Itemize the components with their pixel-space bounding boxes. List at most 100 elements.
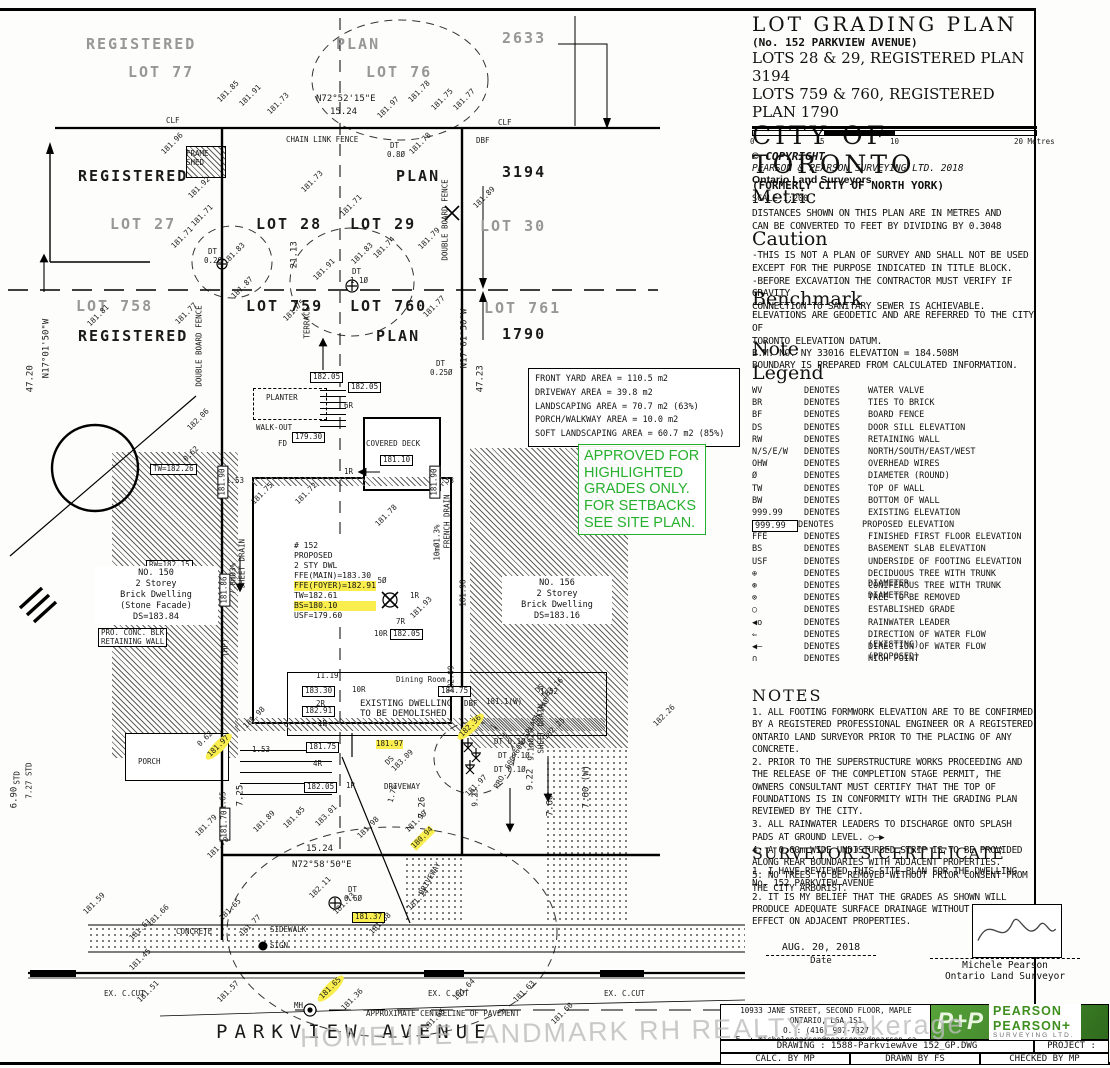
drawing-label: 4R: [313, 759, 323, 768]
drawing-vector-layer: [8, 16, 745, 1038]
date-value: AUG. 20, 2018: [766, 942, 876, 956]
legend-description: NORTH/SOUTH/EAST/WEST: [868, 446, 976, 457]
drawing-label: 3194: [502, 163, 547, 181]
drawing-label: 181.75: [249, 480, 275, 507]
drawing-label: 181.83: [221, 240, 247, 267]
drawing-label: LOT 758: [76, 297, 154, 315]
plan-lots-1: LOTS 28 & 29, REGISTERED PLAN 3194: [752, 49, 1025, 85]
neighbor-156-line: DS=183.16: [533, 611, 581, 622]
scale-bar-segments: [752, 130, 1037, 136]
drawing-label: 1790: [502, 325, 547, 343]
drawing-label: CHAIN LINK FENCE: [286, 135, 359, 144]
legend-description: TREE TO BE REMOVED: [868, 593, 961, 604]
area-table-line: DRIVEWAY AREA = 39.8 m2: [535, 387, 653, 398]
area-table-line: PORCH/WALKWAY AREA = 10.0 m2: [535, 415, 679, 426]
note-section: Note BOUNDARY IS PREPARED FROM CALCULATE…: [752, 338, 1034, 373]
drawing-label: 10R: [374, 629, 388, 638]
drawing-label: LOT 760: [350, 297, 428, 315]
drawing-label: 181.78: [407, 130, 433, 157]
drawing-label: 181.90: [429, 465, 440, 499]
drawing-label: 181.90: [217, 465, 228, 499]
signature-box: [972, 904, 1062, 958]
certificate-section: SURVEYOR'S CERTIFICATE 1. I HAVE REVIEWE…: [752, 844, 1034, 929]
project-cell: PROJECT : 1588: [1034, 1040, 1109, 1062]
legend-denotes: DENOTES: [804, 410, 840, 421]
drawing-label: CLF: [166, 116, 180, 125]
legend-description: WATER VALVE: [868, 386, 925, 396]
scale-bar: 0 5 10 20 Metres: [750, 126, 1055, 146]
rear-patio: [545, 748, 628, 924]
caution-heading: Caution: [752, 228, 828, 250]
drawing-label: 7.60 (W): [581, 764, 592, 809]
logo-name-line1: PEARSON: [993, 1003, 1062, 1018]
drawing-label: LOT 77: [128, 63, 195, 81]
legend-denotes: DENOTES: [804, 532, 840, 543]
benchmark-line: TORONTO ELEVATION DATUM.: [752, 335, 883, 347]
area-table-line: FRONT YARD AREA = 110.5 m2: [535, 374, 669, 384]
company-address-line: E. : michelepearson@pearsonandpearson.ca: [721, 1035, 931, 1045]
drawing-label: 181.10: [380, 455, 414, 466]
drawing-label: PLAN: [396, 167, 441, 185]
drawing-label: 182.05: [348, 382, 382, 393]
drawing-label: PLANTER: [266, 393, 298, 402]
approved-note-line: APPROVED FOR: [584, 448, 700, 464]
scale-seg-black: [824, 131, 895, 135]
company-address-line: ONTARIO, L6A 1S1: [789, 1015, 863, 1025]
neighbor-156-line: Brick Dwelling: [521, 600, 593, 611]
drawing-label: 6R: [344, 401, 354, 410]
drawing-label: 181.59: [81, 890, 107, 917]
company-logo-cell: P+P PEARSON PEARSON+ SURVEYING LTD.: [930, 1003, 1109, 1041]
company-address-line: 10933 JANE STREET, SECOND FLOOR, MAPLE: [740, 1006, 912, 1015]
door-sill-elevation-symbol: DS: [752, 422, 763, 433]
caution-line: -BEFORE EXCAVATION THE CONTRACTOR MUST V…: [752, 275, 1013, 300]
drawing-label: 0.6Ø: [344, 894, 363, 903]
drawing-label: 11.19: [316, 671, 339, 680]
drawing-label: 182.36: [454, 710, 487, 743]
company-address-line: O. : (416) 907-7327: [783, 1025, 869, 1035]
drawing-label: 181.37: [352, 912, 386, 923]
drawing-label: 1R: [346, 781, 356, 790]
drawing-label: 181.1(W): [486, 697, 523, 706]
drawing-label: REGISTERED: [78, 327, 189, 345]
drawing-label: DT 0.1Ø: [494, 765, 526, 774]
drawing-label: 1.52: [540, 687, 559, 696]
drawing-label: 10mØ1.3%: [432, 524, 442, 561]
drawing-label: DBF: [464, 699, 478, 708]
legend-description: BOARD FENCE: [868, 410, 925, 421]
drawing-label: PORCH: [138, 757, 161, 766]
drawing-label: TW=182.26: [150, 464, 197, 475]
drawing-label: 181.97: [375, 94, 401, 121]
drawing-label: 181.89: [251, 808, 277, 835]
legend-description: TOP OF WALL: [868, 483, 925, 494]
water-valve-symbol: WV: [752, 386, 763, 396]
title-block: LOT GRADING PLAN (No. 152 PARKVIEW AVENU…: [752, 12, 1032, 204]
legend-denotes: DENOTES: [804, 641, 840, 652]
checked-cell: CHECKED BY MP: [980, 1052, 1109, 1065]
drawing-label: DRIVEWAY: [384, 782, 421, 791]
driveway-apron: [404, 856, 466, 924]
certificate-item: 2. IT IS MY BELIEF THAT THE GRADES AS SH…: [752, 891, 1033, 928]
drawing-label: PLAN: [376, 327, 421, 345]
legend-denotes: DENOTES: [804, 556, 840, 567]
drawing-label: 47.20: [25, 365, 36, 393]
copyright-line3: Ontario Land Surveyors: [752, 174, 872, 186]
copyright-line2: PEARSON & PEARSON SURVEYING LTD. 2018: [752, 163, 964, 174]
drawing-label: 182.05: [390, 629, 424, 640]
drawing-label: 2R: [316, 699, 326, 708]
legend-description: BOTTOM OF WALL: [868, 495, 940, 506]
legend-denotes: DENOTES: [804, 434, 840, 445]
drawing-label: 15.24: [306, 844, 334, 854]
drawing-label: 7.25: [235, 784, 246, 807]
certificate-date: AUG. 20, 2018 Date: [766, 942, 876, 966]
